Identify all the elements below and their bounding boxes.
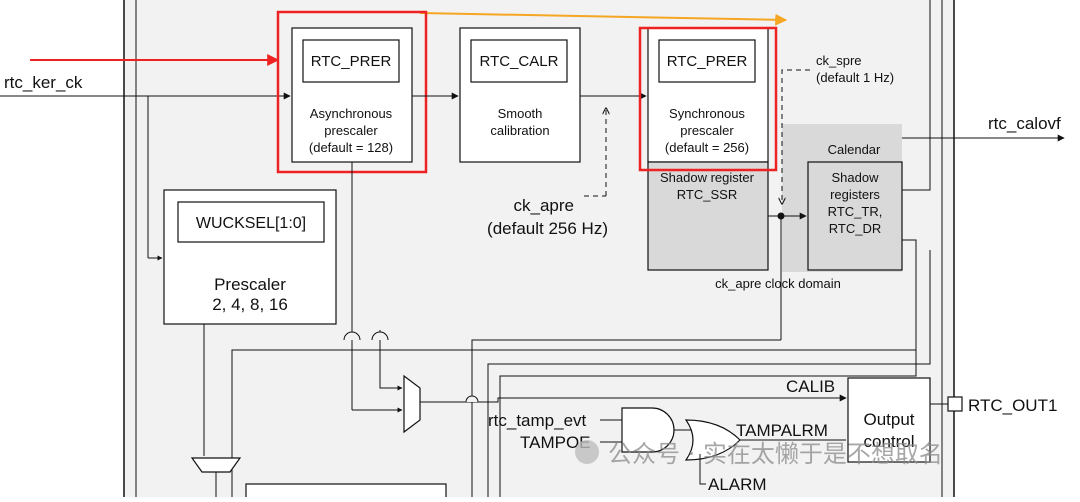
- tampoe-label: TAMPOE: [520, 433, 591, 452]
- ssr-line1: Shadow register: [660, 170, 755, 185]
- alarm-label: ALARM: [708, 475, 767, 494]
- clock-domain-label: ck_apre clock domain: [715, 276, 841, 291]
- calib-mux: [403, 374, 421, 434]
- calr-register: [470, 39, 568, 83]
- wakeup-line2: 2, 4, 8, 16: [212, 295, 288, 314]
- calr-label: RTC_CALR: [480, 53, 559, 70]
- calendar-line2: registers: [830, 187, 880, 202]
- third-back-wire: [499, 330, 917, 497]
- wechat-icon: [575, 440, 599, 464]
- async-line1: Asynchronous: [310, 106, 393, 121]
- async-line2: prescaler: [324, 123, 378, 138]
- ck-spre-default: (default 1 Hz): [816, 70, 894, 85]
- calendar-line3: RTC_TR,: [828, 204, 883, 219]
- async-prer-label: RTC_PRER: [311, 53, 392, 70]
- sync-to-mux: [379, 330, 403, 391]
- rtc-out1-label: RTC_OUT1: [968, 396, 1057, 415]
- tamp-evt-label: rtc_tamp_evt: [488, 411, 587, 430]
- calendar-line1: Shadow: [832, 170, 880, 185]
- calendar-block: [807, 161, 903, 271]
- output-line1: Output: [863, 410, 914, 429]
- bottom-mux: [190, 457, 242, 473]
- ck-spre-back-wire: [471, 339, 781, 497]
- sync-prer-label: RTC_PRER: [667, 53, 748, 70]
- ssr-block: [647, 161, 769, 271]
- calendar-title: Calendar: [828, 142, 881, 157]
- wire-hop-1: [343, 331, 361, 341]
- second-back-wire: [487, 250, 931, 497]
- ck-spre-label: ck_spre: [816, 53, 862, 68]
- wire-hop-3: [465, 395, 479, 403]
- rtc-out1-pin: [947, 396, 963, 412]
- and-gate: [621, 407, 675, 453]
- wucksel-label: WUCKSEL[1:0]: [196, 215, 306, 232]
- ck-apre-label: ck_apre: [514, 196, 574, 215]
- output-line2: control: [863, 432, 914, 451]
- ck-spre-dashed: [782, 69, 810, 204]
- async-prer-register: [302, 39, 400, 83]
- async-line3: (default = 128): [309, 140, 393, 155]
- output-control-block: [847, 377, 931, 463]
- sync-line1: Synchronous: [669, 106, 745, 121]
- wire-hop-2: [371, 331, 389, 341]
- alarm-wire: [699, 454, 706, 485]
- calib-wire: [478, 394, 847, 403]
- calr-line2: calibration: [490, 123, 549, 138]
- calendar-right-wire: [902, 0, 931, 191]
- orange-highlight-arrow: [419, 12, 788, 26]
- calib-label: CALIB: [786, 377, 835, 396]
- ck-apre-default: (default 256 Hz): [487, 219, 608, 238]
- sync-prer-register: [658, 39, 756, 83]
- calendar-line4: RTC_DR: [829, 221, 882, 236]
- ssr-line2: RTC_SSR: [677, 187, 737, 202]
- sync-line3: (default = 256): [665, 140, 749, 155]
- wucksel-register: [177, 201, 325, 243]
- tampalrm-label: TAMPALRM: [736, 421, 828, 440]
- or-gate: [684, 419, 741, 461]
- bottom-block: [245, 483, 447, 502]
- sync-line2: prescaler: [680, 123, 734, 138]
- ker-ck-label: rtc_ker_ck: [4, 73, 83, 92]
- watermark-text: 公众号 · 实在太懒于是不想取名: [608, 440, 943, 468]
- calr-line1: Smooth: [498, 106, 543, 121]
- calovf-label: rtc_calovf: [988, 114, 1061, 133]
- wakeup-line1: Prescaler: [214, 275, 286, 294]
- sync-red-highlight: [638, 26, 778, 172]
